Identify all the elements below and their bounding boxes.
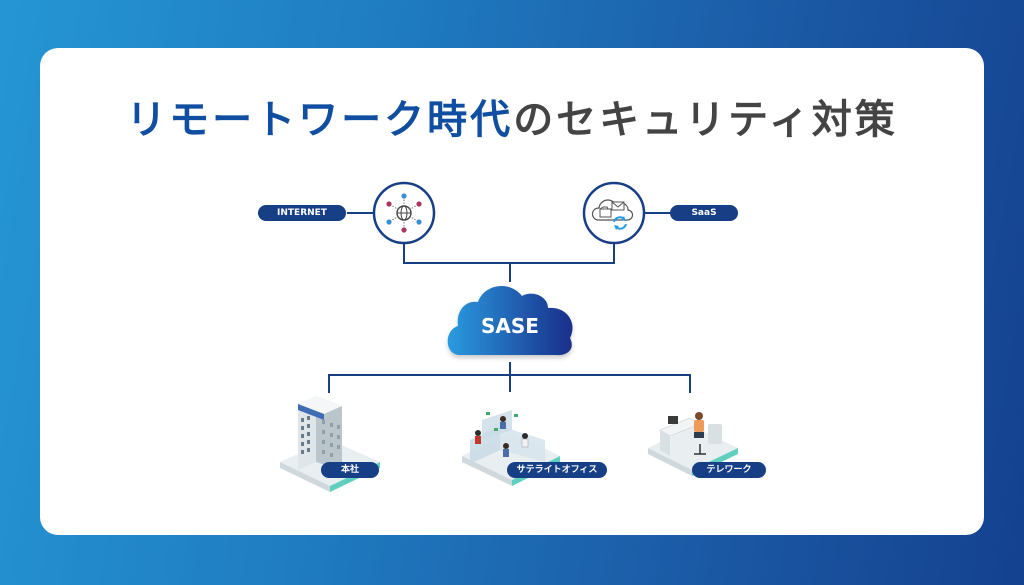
sase-cloud-shape [447,285,573,356]
top-bus-line [403,243,615,264]
globe-network-icon [386,193,422,233]
head-office-label[interactable]: 本社 [321,462,379,478]
sase-label: SASE [481,314,539,338]
title-part-1: リモートワーク時代 [126,97,514,143]
cloud-sync-icon [591,199,634,230]
saas-node[interactable] [582,181,646,245]
page-title: リモートワーク時代のセキュリティ対策 [40,90,984,150]
connector-lines [328,212,691,393]
sase-cloud[interactable] [447,285,573,356]
telework-label[interactable]: テレワーク [692,462,766,478]
bottom-bus-line [328,374,691,393]
satellite-office-label[interactable]: サテライトオフィス [507,462,607,478]
saas-label[interactable]: SaaS [670,205,738,221]
title-part-2: のセキュリティ対策 [513,97,898,143]
internet-node[interactable] [372,181,436,245]
internet-label[interactable]: INTERNET [258,205,346,221]
